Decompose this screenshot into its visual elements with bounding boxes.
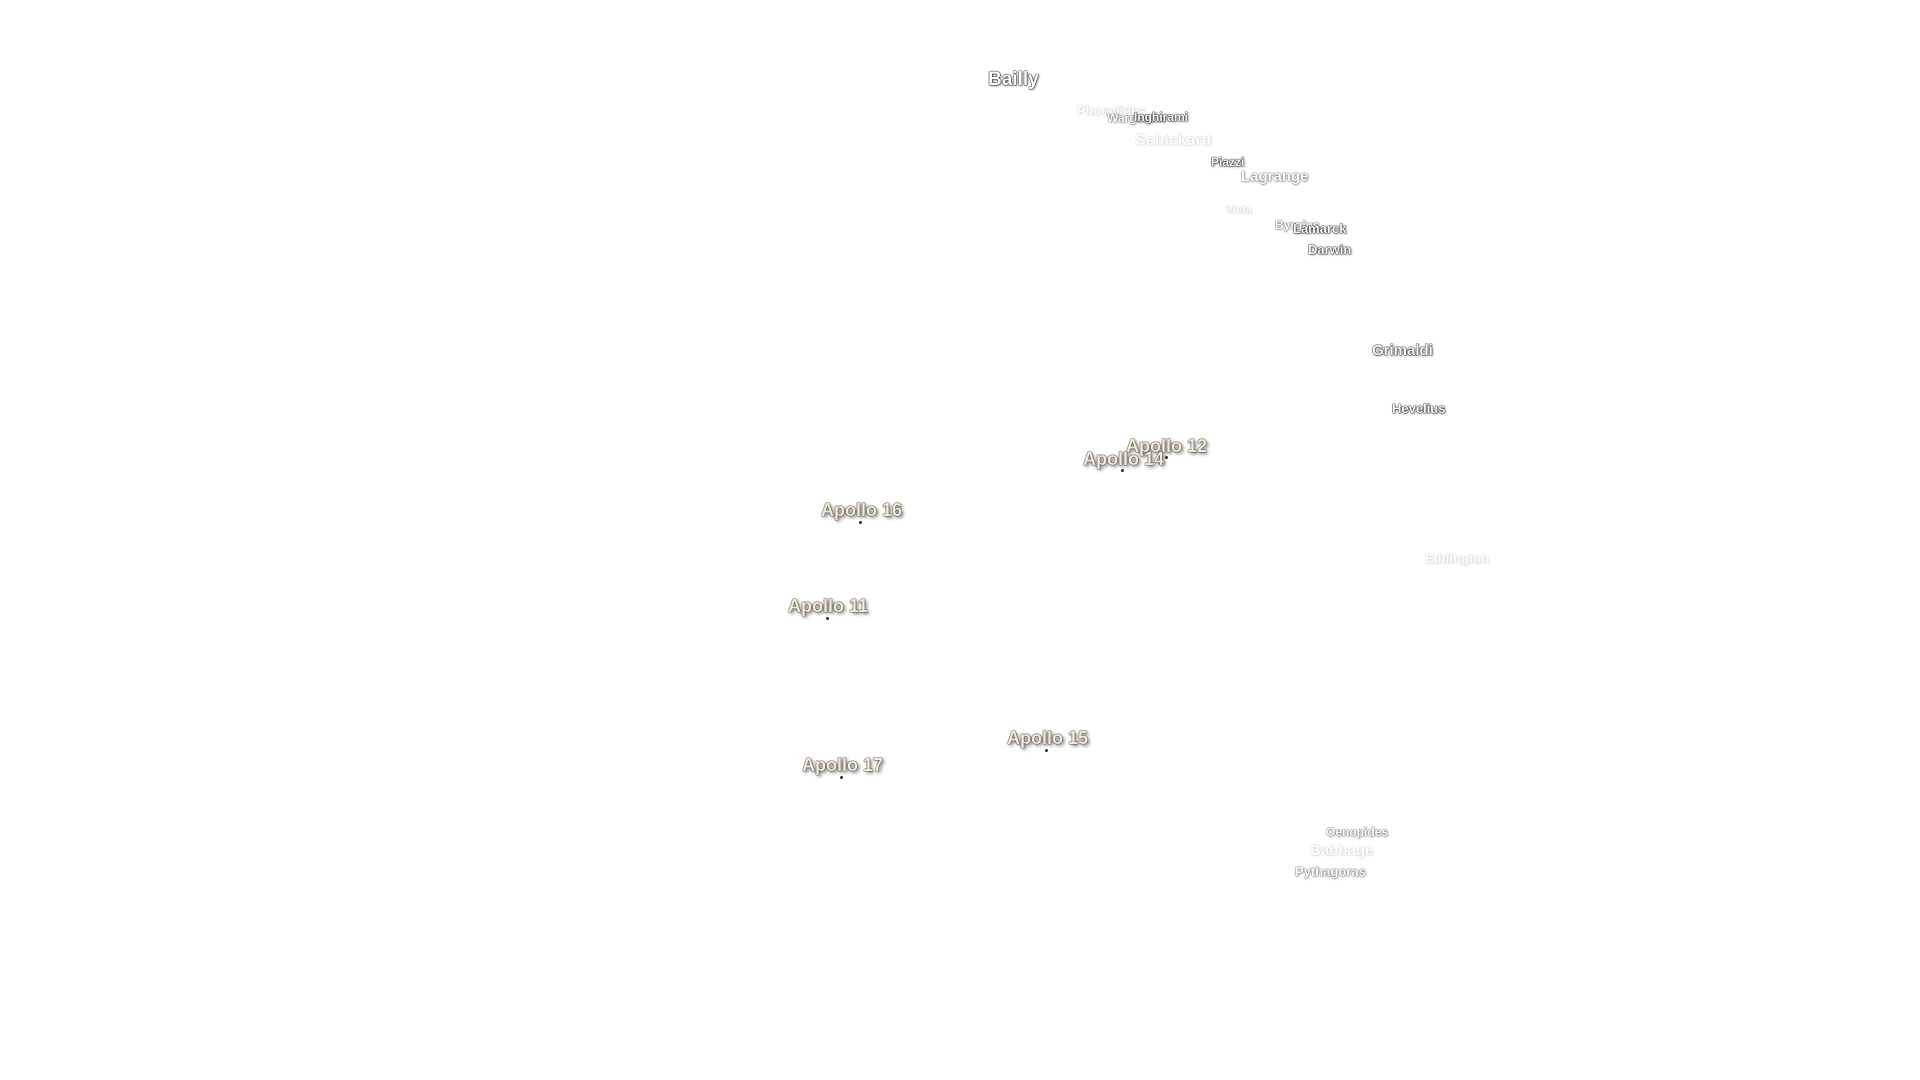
crater-label-piazzi: Piazzi [1211,155,1245,169]
crater-label-bailly: Bailly [988,69,1039,90]
apollo-11-marker[interactable] [826,617,829,620]
crater-label-babbage: Babbage [1310,842,1374,859]
crater-label-darwin: Darwin [1308,242,1352,257]
apollo-15-marker[interactable] [1045,749,1048,752]
landing-label-apollo-17[interactable]: Apollo 17 [802,755,884,775]
crater-label-vieta: Vieta [1226,204,1253,216]
crater-label-oenopides: Oenopides [1326,825,1389,839]
crater-label-wargentin: Wargentin [1107,111,1166,125]
landing-label-apollo-15[interactable]: Apollo 15 [1007,728,1089,748]
crater-label-pythagoras: Pythagoras [1295,864,1366,879]
crater-label-grimaldi: Grimaldi [1372,342,1433,359]
landing-label-apollo-14[interactable]: Apollo 14 [1083,449,1165,469]
apollo-17-marker[interactable] [840,776,843,779]
crater-label-hevelius: Hevelius [1392,401,1446,416]
landing-label-apollo-12[interactable]: Apollo 12 [1126,436,1208,456]
landing-label-apollo-11[interactable]: Apollo 11 [788,596,869,616]
crater-label-lagrange: Lagrange [1241,168,1309,185]
crater-label-byrgius: Byrgius [1275,218,1320,232]
apollo-12-marker[interactable] [1165,456,1168,459]
apollo-16-marker[interactable] [859,521,862,524]
crater-label-phocylides: Phocylides [1077,103,1146,118]
landing-label-apollo-16[interactable]: Apollo 16 [821,500,903,520]
crater-label-schickard: Schickard [1135,132,1212,149]
crater-label-inghirami: Inghirami [1134,110,1189,124]
crater-label-eddington: Eddington [1425,551,1490,566]
apollo-14-marker[interactable] [1121,469,1124,472]
crater-label-lamarck: Lamarck [1293,221,1347,236]
